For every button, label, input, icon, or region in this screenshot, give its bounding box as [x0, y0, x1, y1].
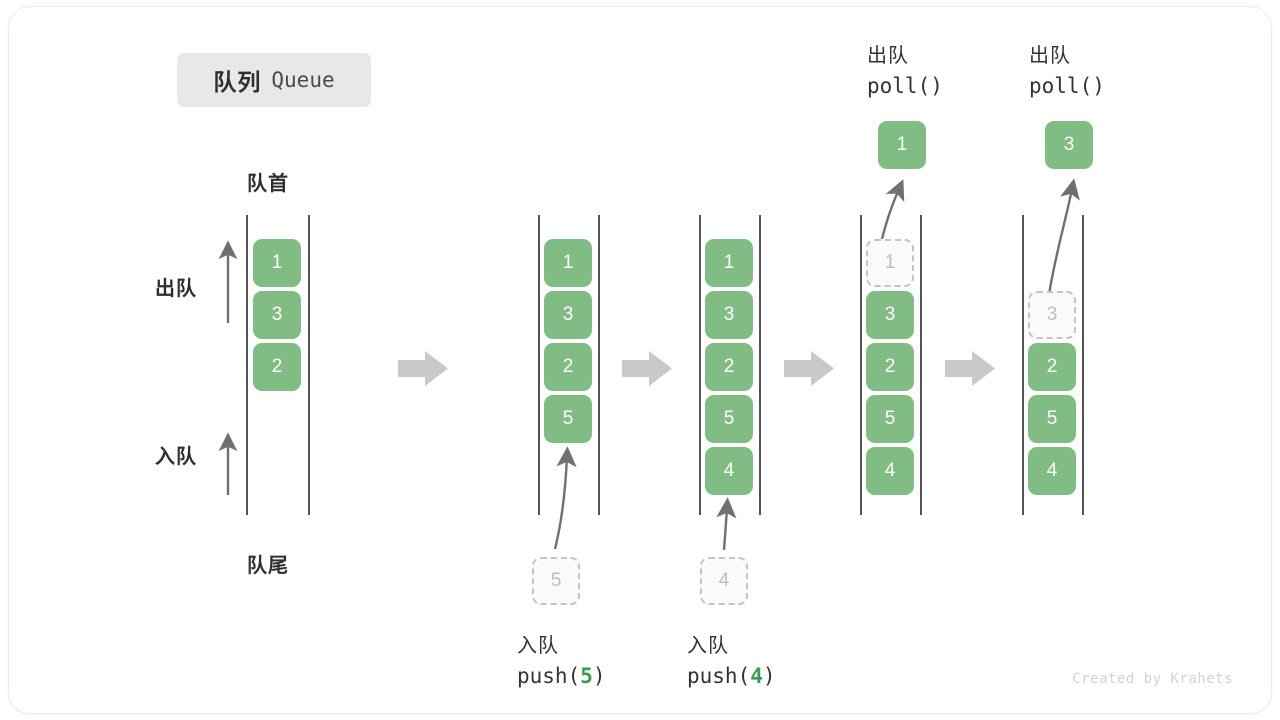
queue-cell: 3 — [253, 291, 301, 339]
queue-rail-left-initial — [246, 215, 248, 515]
op-code-suffix: ) — [592, 664, 606, 688]
queue-rail-left-after-push-5 — [538, 215, 540, 515]
op-label-cn: 入队 — [517, 635, 559, 657]
op-label-cn: 出队 — [1029, 45, 1071, 67]
op-code-arg: 5 — [580, 664, 593, 688]
step-arrow-icon — [784, 351, 834, 386]
popped-value-cell: 3 — [1045, 121, 1093, 169]
op-code-suffix: ) — [1092, 74, 1105, 98]
queue-cell: 4 — [866, 447, 914, 495]
poll-1-arrow-icon — [880, 179, 905, 240]
queue-cell: 1 — [705, 239, 753, 287]
op-label-code: poll() — [1029, 74, 1105, 98]
queue-cell: 3 — [705, 291, 753, 339]
diagram-card: 队列 Queue 队首 队尾 出队 入队 1 3 2 — [8, 6, 1272, 714]
pending-input-cell: 4 — [700, 557, 748, 605]
queue-rail-right-after-poll-3 — [1082, 215, 1084, 515]
diagram-title-cn: 队列 — [213, 69, 262, 95]
dequeue-direction-arrow-icon — [218, 240, 238, 323]
op-code-suffix: ) — [762, 664, 776, 688]
queue-cell: 3 — [866, 291, 914, 339]
queue-cell: 5 — [866, 395, 914, 443]
op-label-code: push(4) — [687, 664, 776, 688]
label-queue-rear: 队尾 — [247, 555, 289, 577]
queue-cell: 2 — [544, 343, 592, 391]
queue-rail-left-after-push-4 — [699, 215, 701, 515]
queue-cell: 4 — [705, 447, 753, 495]
queue-cell: 4 — [1028, 447, 1076, 495]
queue-rail-right-initial — [308, 215, 310, 515]
op-label-cn: 入队 — [687, 635, 729, 657]
diagram-title-en: Queue — [271, 68, 335, 92]
step-arrow-icon — [622, 351, 672, 386]
poll-3-arrow-icon — [1047, 178, 1080, 296]
op-code-suffix: ) — [930, 74, 943, 98]
queue-rail-left-after-poll-3 — [1022, 215, 1024, 515]
queue-rail-left-after-poll-1 — [860, 215, 862, 515]
op-label-code: poll() — [867, 74, 943, 98]
step-arrow-icon — [945, 351, 995, 386]
queue-cell: 2 — [253, 343, 301, 391]
label-queue-front: 队首 — [247, 173, 289, 195]
queue-cell: 2 — [866, 343, 914, 391]
op-code-prefix: poll( — [867, 74, 931, 98]
push-5-arrow-icon — [553, 446, 577, 550]
enqueue-direction-arrow-icon — [218, 432, 238, 495]
credit-text: Created by Krahets — [1072, 671, 1233, 687]
queue-cell-removed: 3 — [1028, 291, 1076, 339]
op-label-cn: 出队 — [867, 45, 909, 67]
push-4-arrow-icon — [716, 497, 737, 551]
step-arrow-icon — [398, 351, 448, 386]
queue-cell-removed: 1 — [866, 239, 914, 287]
queue-rail-right-after-push-4 — [759, 215, 761, 515]
queue-cell: 3 — [544, 291, 592, 339]
op-code-arg: 4 — [750, 664, 763, 688]
queue-cell: 5 — [705, 395, 753, 443]
queue-cell: 1 — [544, 239, 592, 287]
queue-cell: 5 — [1028, 395, 1076, 443]
popped-value-cell: 1 — [878, 121, 926, 169]
queue-rail-right-after-push-5 — [598, 215, 600, 515]
queue-cell: 1 — [253, 239, 301, 287]
label-dequeue-direction: 出队 — [155, 278, 197, 300]
queue-cell: 5 — [544, 395, 592, 443]
pending-input-cell: 5 — [532, 557, 580, 605]
queue-cell: 2 — [705, 343, 753, 391]
op-code-prefix: poll( — [1029, 74, 1093, 98]
op-label-code: push(5) — [517, 664, 606, 688]
queue-cell: 2 — [1028, 343, 1076, 391]
queue-rail-right-after-poll-1 — [920, 215, 922, 515]
op-code-prefix: push( — [517, 664, 581, 688]
label-enqueue-direction: 入队 — [155, 446, 197, 468]
diagram-title-chip: 队列 Queue — [177, 53, 371, 107]
op-code-prefix: push( — [687, 664, 751, 688]
